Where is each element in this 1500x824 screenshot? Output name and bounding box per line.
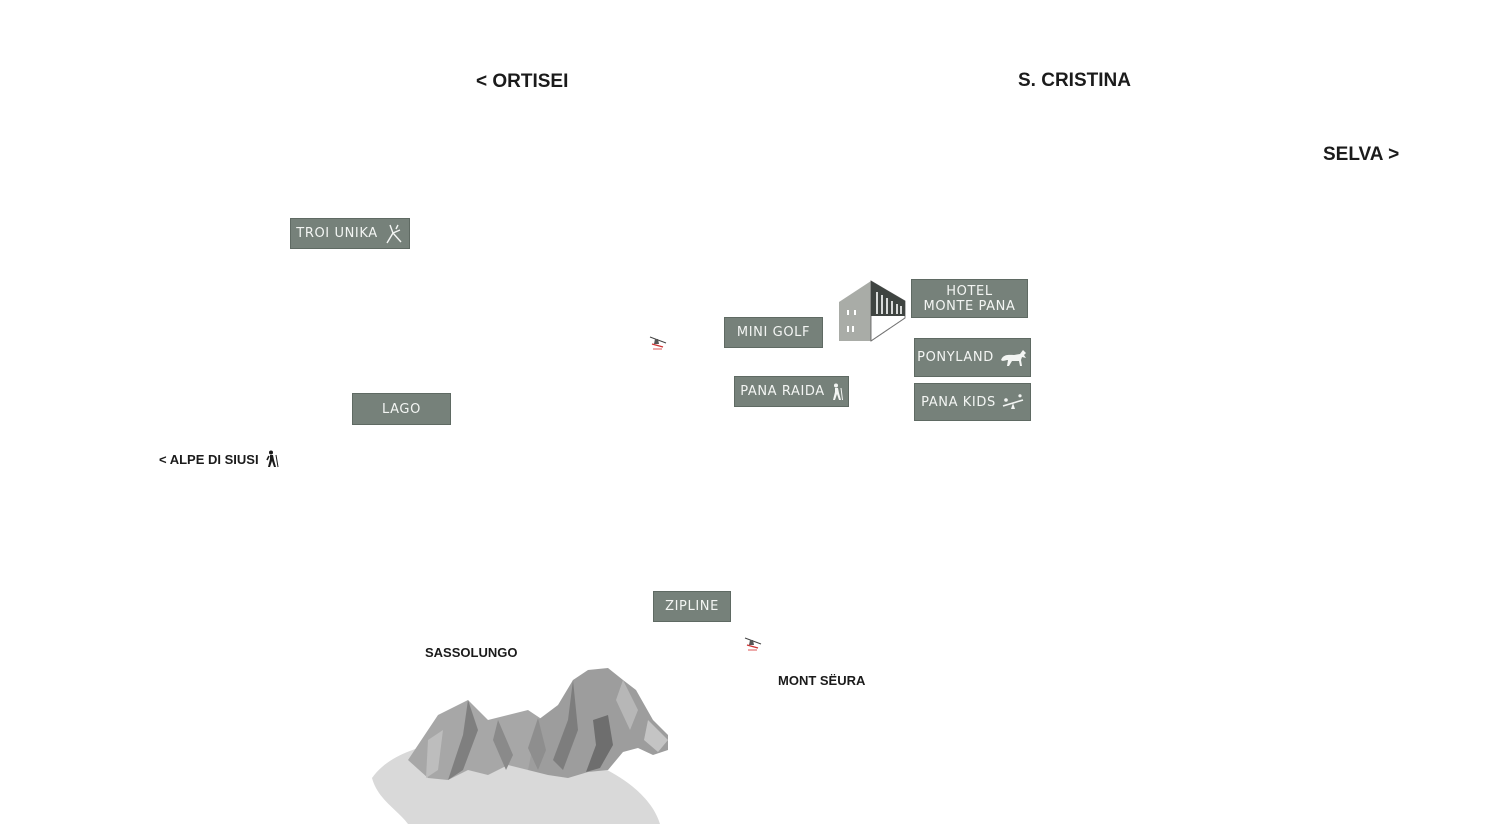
hiker-icon xyxy=(831,383,843,401)
mini-golf-label: MINI GOLF xyxy=(736,325,811,340)
pana-kids-label: PANA KIDS xyxy=(921,394,996,410)
zipline-marker-icon xyxy=(649,335,667,351)
zipline-marker-icon xyxy=(744,636,762,652)
troi-unika-label: TROI UNIKA xyxy=(296,226,378,241)
place-mont-seura[interactable]: MONT SËURA xyxy=(778,673,866,688)
hiker-icon xyxy=(265,450,279,468)
tag-pana-kids[interactable]: PANA KIDS xyxy=(914,383,1031,421)
seesaw-icon xyxy=(1002,394,1024,410)
stick-figure-icon xyxy=(384,223,404,245)
alpe-di-siusi-label: < ALPE DI SIUSI xyxy=(159,451,259,467)
tag-hotel-monte-pana[interactable]: HOTEL MONTE PANA xyxy=(911,279,1028,318)
ponyland-label: PONYLAND xyxy=(917,350,994,365)
zipline-label: ZIPLINE xyxy=(665,599,719,614)
pana-raida-label: PANA RAIDA xyxy=(740,384,825,399)
hotel-label-line1: HOTEL xyxy=(946,283,993,299)
horse-icon xyxy=(1000,349,1028,367)
place-alpe-di-siusi[interactable]: < ALPE DI SIUSI xyxy=(159,450,279,468)
place-sassolungo[interactable]: SASSOLUNGO xyxy=(425,645,518,660)
tag-ponyland[interactable]: PONYLAND xyxy=(914,338,1031,377)
hotel-building-icon xyxy=(837,280,907,344)
tag-pana-raida[interactable]: PANA RAIDA xyxy=(734,376,849,407)
tag-zipline[interactable]: ZIPLINE xyxy=(653,591,731,622)
hotel-label-line2: MONTE PANA xyxy=(923,298,1016,314)
tag-mini-golf[interactable]: MINI GOLF xyxy=(724,317,823,348)
sassolungo-mountain-illustration xyxy=(368,660,678,824)
place-s-cristina[interactable]: S. CRISTINA xyxy=(1018,70,1131,91)
lago-label: LAGO xyxy=(382,401,421,417)
place-selva[interactable]: SELVA > xyxy=(1323,144,1400,165)
place-ortisei[interactable]: < ORTISEI xyxy=(476,71,569,92)
tag-lago[interactable]: LAGO xyxy=(352,393,451,425)
tag-troi-unika[interactable]: TROI UNIKA xyxy=(290,218,410,249)
